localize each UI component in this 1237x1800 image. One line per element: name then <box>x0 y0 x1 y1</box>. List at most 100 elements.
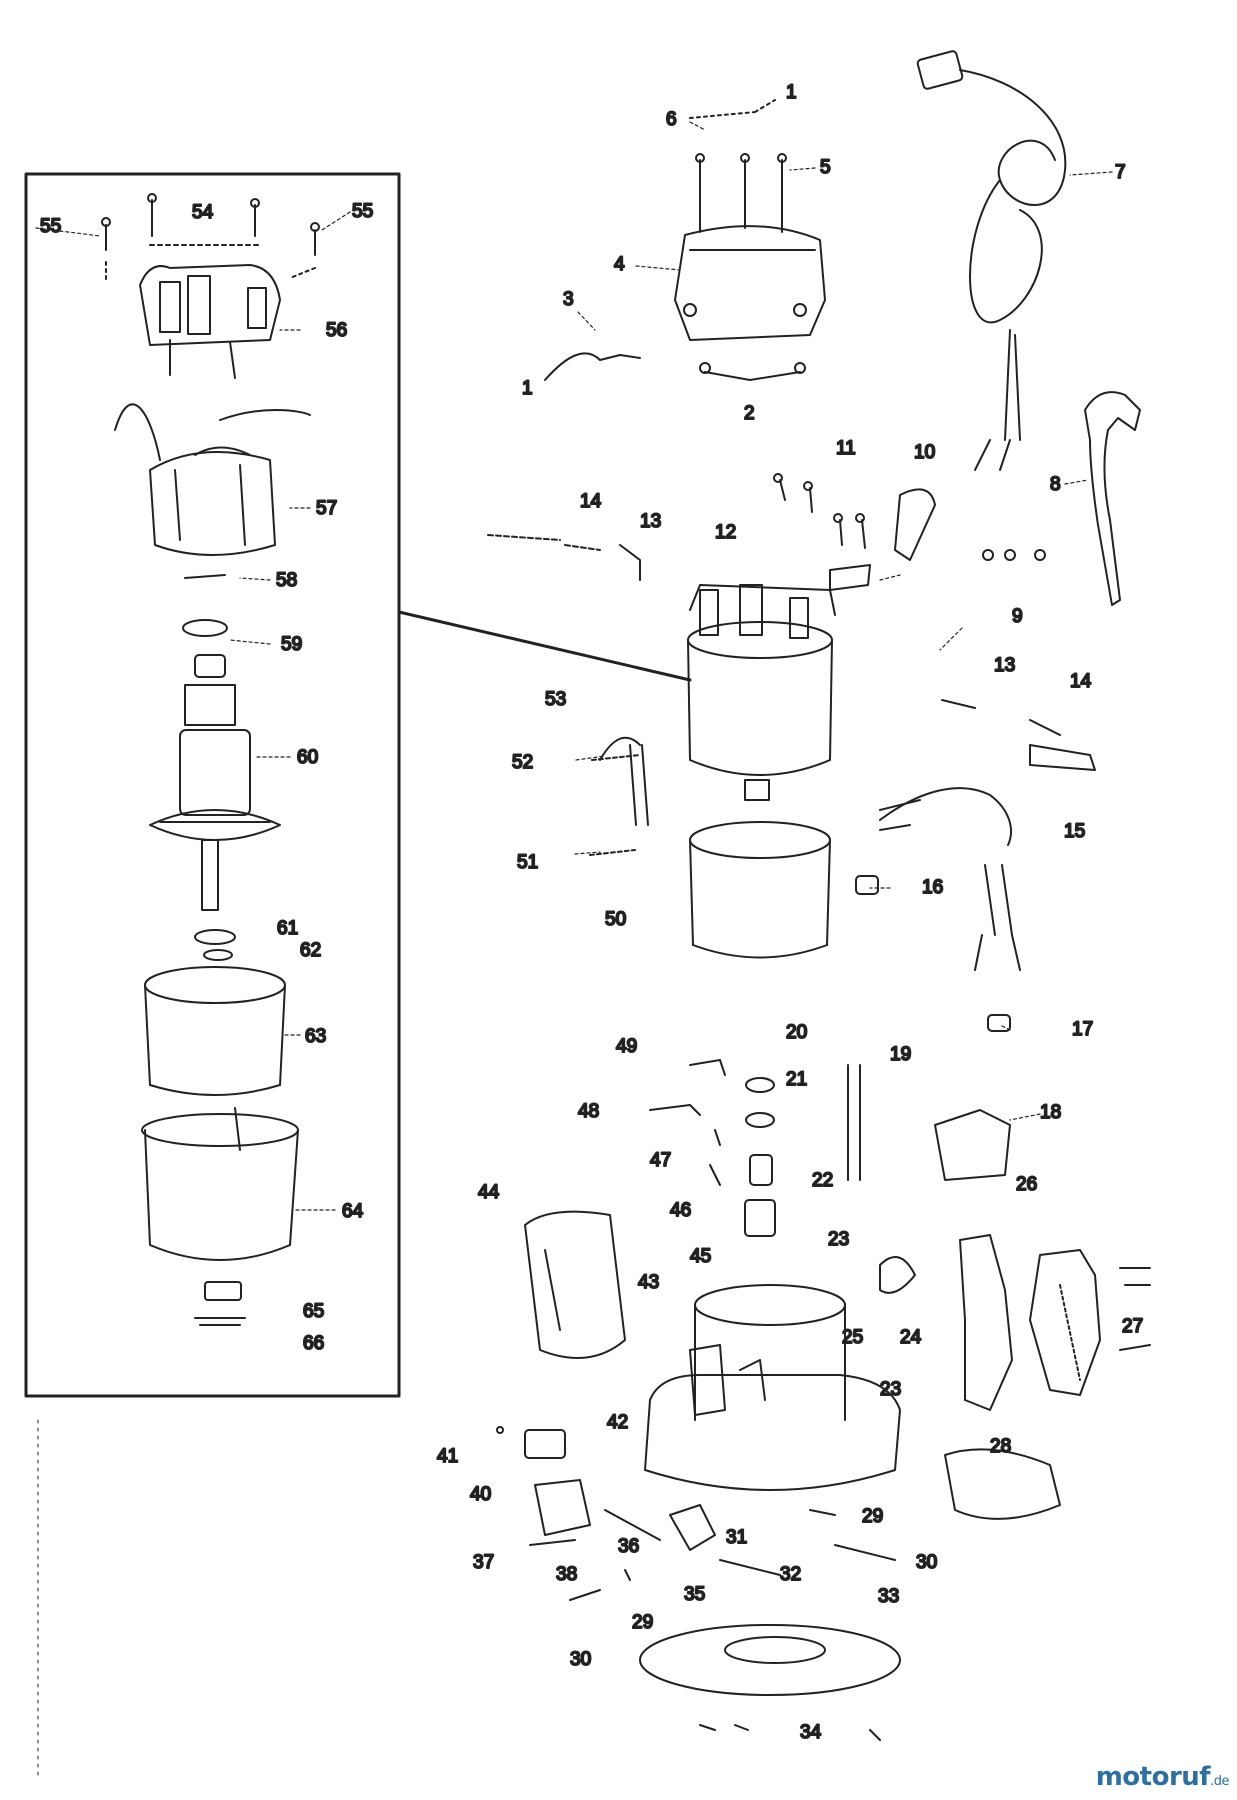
handle-26-27 <box>879 1234 1151 1411</box>
part-label: 64 <box>342 1201 364 1222</box>
part-label: 60 <box>297 747 318 768</box>
part-label: 17 <box>1072 1019 1093 1040</box>
part-label: 14 <box>1070 671 1092 692</box>
inset-leader-line <box>397 610 692 682</box>
brush-holder-56 <box>139 264 281 379</box>
part-label: 15 <box>1064 821 1085 842</box>
part-label: 12 <box>715 522 736 543</box>
motor-cap-assembly <box>544 99 826 381</box>
bottom-housing-64 <box>141 1107 299 1261</box>
power-cord-7 <box>916 50 1067 471</box>
part-label: 36 <box>618 1536 639 1557</box>
part-label: 41 <box>437 1446 458 1467</box>
part-label: 51 <box>517 852 538 873</box>
motor-housing-63 <box>144 966 286 1096</box>
sub-base-33 <box>639 1624 901 1741</box>
part-labels: 1 6 5 4 3 1 2 7 8 11 10 14 13 12 9 13 14… <box>39 81 1144 1744</box>
part-label: 61 <box>277 918 298 939</box>
wrench-8 <box>1084 391 1141 606</box>
part-label: 23 <box>828 1229 849 1250</box>
part-label: 4 <box>614 254 625 275</box>
part-label: 56 <box>326 320 347 341</box>
part-label: 58 <box>276 570 297 591</box>
depth-knob-18 <box>934 1109 1011 1181</box>
part-label: 18 <box>1040 1102 1061 1123</box>
bearing-65 <box>204 1281 242 1301</box>
bearing-59 <box>182 619 228 637</box>
part-label: 5 <box>820 157 831 178</box>
part-label: 50 <box>605 909 626 930</box>
part-label: 3 <box>563 289 574 310</box>
part-label: 34 <box>800 1722 822 1743</box>
part-label: 48 <box>578 1101 599 1122</box>
watermark-tld: .de <box>1210 1774 1229 1789</box>
part-label: 7 <box>1115 162 1126 183</box>
part-label: 21 <box>786 1069 807 1090</box>
part-label: 52 <box>512 752 533 773</box>
nut-17 <box>987 1014 1011 1032</box>
part-label: 37 <box>473 1552 494 1573</box>
part-label: 29 <box>862 1506 883 1527</box>
watermark-brand: motoruf <box>1095 1762 1211 1792</box>
part-label: 28 <box>990 1436 1011 1457</box>
brush-holder-screws <box>101 193 320 281</box>
height-adjust-parts <box>649 1059 861 1237</box>
motor-53 <box>687 584 836 801</box>
part-label: 1 <box>522 378 533 399</box>
part-label: 33 <box>878 1586 899 1607</box>
part-label: 62 <box>300 940 321 961</box>
part-label: 32 <box>780 1564 801 1585</box>
part-label: 13 <box>994 655 1015 676</box>
handle-44 <box>524 1210 626 1359</box>
washer-58 <box>184 574 226 579</box>
part-label: 30 <box>916 1552 937 1573</box>
clip-66 <box>194 1317 246 1326</box>
part-label: 11 <box>836 438 856 459</box>
washer-61 <box>194 929 236 945</box>
part-label: 14 <box>580 491 602 512</box>
part-label: 19 <box>890 1044 911 1065</box>
part-label: 38 <box>556 1564 577 1585</box>
part-label: 55 <box>40 216 61 237</box>
part-label: 6 <box>666 109 677 130</box>
part-label: 2 <box>744 403 755 424</box>
part-label: 66 <box>303 1333 324 1354</box>
part-label: 27 <box>1122 1316 1143 1337</box>
switch-parts-36-41 <box>496 1426 896 1601</box>
part-label: 40 <box>470 1484 491 1505</box>
part-label: 45 <box>690 1246 711 1267</box>
part-label: 43 <box>638 1272 659 1293</box>
washer-62 <box>203 949 233 961</box>
part-label: 8 <box>1050 474 1061 495</box>
part-label: 53 <box>545 689 566 710</box>
part-label: 30 <box>570 1649 591 1670</box>
router-base-42-43 <box>644 1284 901 1491</box>
motor-sleeve-50 <box>689 821 831 959</box>
cord-boot-15 <box>879 787 1021 971</box>
part-label: 16 <box>922 877 943 898</box>
part-label: 24 <box>900 1327 922 1348</box>
part-label: 42 <box>607 1412 628 1433</box>
part-label: 22 <box>812 1170 833 1191</box>
terminal-screws <box>487 473 1046 591</box>
label-leaders <box>35 121 1113 1211</box>
part-label: 25 <box>842 1327 863 1348</box>
part-label: 1 <box>786 82 797 103</box>
part-label: 47 <box>650 1150 671 1171</box>
part-label: 9 <box>1012 606 1023 627</box>
part-label: 57 <box>316 498 337 519</box>
part-label: 31 <box>726 1527 747 1548</box>
strain-relief-16 <box>855 875 879 895</box>
part-label: 44 <box>478 1182 500 1203</box>
part-label: 20 <box>786 1022 807 1043</box>
part-label: 49 <box>616 1036 637 1057</box>
part-label: 54 <box>192 202 214 223</box>
part-label: 55 <box>352 201 373 222</box>
part-label: 10 <box>914 442 935 463</box>
part-label: 59 <box>281 634 302 655</box>
part-label: 35 <box>684 1584 705 1605</box>
part-label: 65 <box>303 1301 324 1322</box>
motoruf-watermark: motoruf.de <box>1095 1762 1230 1792</box>
